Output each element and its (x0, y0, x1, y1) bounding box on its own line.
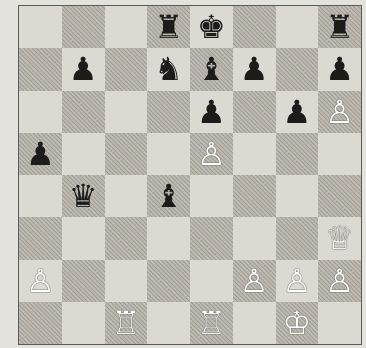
white-pawn-icon[interactable]: ♙ (325, 96, 354, 128)
white-pawn-icon[interactable]: ♙ (26, 265, 55, 297)
white-queen-icon[interactable]: ♕ (325, 222, 354, 254)
square-d5[interactable] (147, 133, 190, 175)
square-f8[interactable] (233, 6, 276, 48)
square-h4[interactable] (318, 175, 361, 217)
square-h6[interactable]: ♙ (318, 91, 361, 133)
square-e3[interactable] (190, 217, 233, 259)
black-pawn-icon[interactable]: ♟ (26, 138, 55, 170)
square-h1[interactable] (318, 302, 361, 344)
square-b2[interactable] (62, 260, 105, 302)
black-rook-icon[interactable]: ♜ (325, 11, 354, 43)
black-bishop-icon[interactable]: ♝ (154, 180, 183, 212)
square-e5[interactable]: ♙ (190, 133, 233, 175)
square-f5[interactable] (233, 133, 276, 175)
square-e1[interactable]: ♖ (190, 302, 233, 344)
square-c2[interactable] (105, 260, 148, 302)
square-a4[interactable] (19, 175, 62, 217)
square-h5[interactable] (318, 133, 361, 175)
square-b4[interactable]: ♛ (62, 175, 105, 217)
black-pawn-icon[interactable]: ♟ (283, 96, 312, 128)
square-f1[interactable] (233, 302, 276, 344)
square-c7[interactable] (105, 48, 148, 90)
square-a5[interactable]: ♟ (19, 133, 62, 175)
square-h3[interactable]: ♕ (318, 217, 361, 259)
square-f2[interactable]: ♙ (233, 260, 276, 302)
square-d1[interactable] (147, 302, 190, 344)
square-h7[interactable]: ♟ (318, 48, 361, 90)
square-c1[interactable]: ♖ (105, 302, 148, 344)
square-e8[interactable]: ♚ (190, 6, 233, 48)
white-rook-icon[interactable]: ♖ (197, 307, 226, 339)
square-b1[interactable] (62, 302, 105, 344)
square-e2[interactable] (190, 260, 233, 302)
black-knight-icon[interactable]: ♞ (154, 53, 183, 85)
square-c8[interactable] (105, 6, 148, 48)
square-e6[interactable]: ♟ (190, 91, 233, 133)
black-pawn-icon[interactable]: ♟ (240, 53, 269, 85)
square-g1[interactable]: ♔ (276, 302, 319, 344)
square-c5[interactable] (105, 133, 148, 175)
square-b3[interactable] (62, 217, 105, 259)
square-g2[interactable]: ♙ (276, 260, 319, 302)
square-b5[interactable] (62, 133, 105, 175)
square-a3[interactable] (19, 217, 62, 259)
square-a7[interactable] (19, 48, 62, 90)
square-c3[interactable] (105, 217, 148, 259)
square-c6[interactable] (105, 91, 148, 133)
white-pawn-icon[interactable]: ♙ (283, 265, 312, 297)
black-pawn-icon[interactable]: ♟ (69, 53, 98, 85)
square-f3[interactable] (233, 217, 276, 259)
square-d4[interactable]: ♝ (147, 175, 190, 217)
white-pawn-icon[interactable]: ♙ (325, 265, 354, 297)
square-g7[interactable] (276, 48, 319, 90)
square-c4[interactable] (105, 175, 148, 217)
black-bishop-icon[interactable]: ♝ (197, 53, 226, 85)
square-a8[interactable] (19, 6, 62, 48)
square-a6[interactable] (19, 91, 62, 133)
square-g6[interactable]: ♟ (276, 91, 319, 133)
chess-board: ♜ ♚ ♜ ♟ ♞ ♝ ♟ ♟ ♟ ♟ ♙ ♟ ♙ ♛ ♝ ♕ ♙ ♙ ♙ ♙ ♖ ♖ ♔ (18, 5, 362, 345)
square-d2[interactable] (147, 260, 190, 302)
square-f4[interactable] (233, 175, 276, 217)
square-e7[interactable]: ♝ (190, 48, 233, 90)
square-d6[interactable] (147, 91, 190, 133)
black-queen-icon[interactable]: ♛ (69, 180, 98, 212)
square-e4[interactable] (190, 175, 233, 217)
square-g3[interactable] (276, 217, 319, 259)
square-g5[interactable] (276, 133, 319, 175)
square-a1[interactable] (19, 302, 62, 344)
square-a2[interactable]: ♙ (19, 260, 62, 302)
white-rook-icon[interactable]: ♖ (112, 307, 141, 339)
square-d8[interactable]: ♜ (147, 6, 190, 48)
square-h2[interactable]: ♙ (318, 260, 361, 302)
square-d7[interactable]: ♞ (147, 48, 190, 90)
square-d3[interactable] (147, 217, 190, 259)
square-f7[interactable]: ♟ (233, 48, 276, 90)
white-pawn-icon[interactable]: ♙ (197, 138, 226, 170)
square-b8[interactable] (62, 6, 105, 48)
black-pawn-icon[interactable]: ♟ (197, 96, 226, 128)
white-king-icon[interactable]: ♔ (283, 307, 312, 339)
black-pawn-icon[interactable]: ♟ (325, 53, 354, 85)
white-pawn-icon[interactable]: ♙ (240, 265, 269, 297)
square-b7[interactable]: ♟ (62, 48, 105, 90)
black-rook-icon[interactable]: ♜ (154, 11, 183, 43)
square-g4[interactable] (276, 175, 319, 217)
square-g8[interactable] (276, 6, 319, 48)
square-h8[interactable]: ♜ (318, 6, 361, 48)
black-king-icon[interactable]: ♚ (197, 11, 226, 43)
square-f6[interactable] (233, 91, 276, 133)
square-b6[interactable] (62, 91, 105, 133)
